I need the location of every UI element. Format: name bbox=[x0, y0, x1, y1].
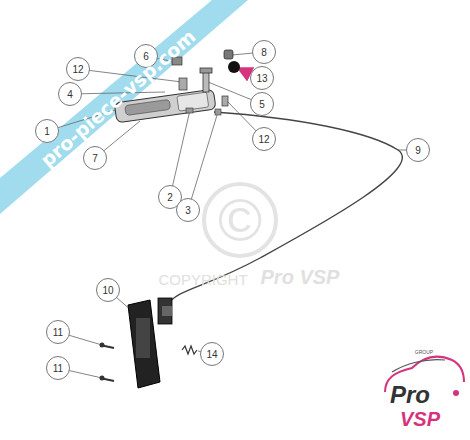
callout-circle: 12 bbox=[66, 57, 90, 81]
callout-circle: 10 bbox=[96, 278, 120, 302]
callout-circle: 11 bbox=[46, 356, 70, 380]
logo-group: GROUP bbox=[415, 349, 433, 355]
callout-number: 12 bbox=[258, 134, 269, 145]
callout-number: 13 bbox=[256, 73, 267, 84]
callout-number: 7 bbox=[92, 153, 98, 164]
callout-circle: 8 bbox=[252, 40, 276, 64]
logo-vsp: VSP bbox=[400, 408, 440, 431]
callout-circle: 9 bbox=[406, 138, 430, 162]
callout-number: 9 bbox=[415, 145, 421, 156]
callout-circle: 7 bbox=[83, 146, 107, 170]
callout-number: 12 bbox=[72, 64, 83, 75]
callout-number: 14 bbox=[206, 349, 217, 360]
copyright-brand: Pro VSP bbox=[261, 266, 340, 289]
callout-circle: 13 bbox=[250, 66, 274, 90]
copyright-symbol: © bbox=[218, 186, 262, 255]
callout-circle: 12 bbox=[252, 127, 276, 151]
callout-number: 3 bbox=[185, 205, 191, 216]
logo-pro: Pro bbox=[390, 381, 430, 409]
callout-number: 5 bbox=[259, 99, 265, 110]
callout-number: 11 bbox=[53, 327, 63, 338]
copyright-watermark: COPYRIGHT bbox=[158, 271, 247, 288]
callout-number: 1 bbox=[44, 126, 50, 137]
callout-circle: 4 bbox=[58, 82, 82, 106]
callout-number: 11 bbox=[53, 363, 63, 374]
callout-circle: 11 bbox=[46, 320, 70, 344]
callout-number: 8 bbox=[261, 47, 267, 58]
callout-circle: 3 bbox=[176, 198, 200, 222]
callout-number: 2 bbox=[167, 192, 173, 203]
callout-circle: 5 bbox=[250, 92, 274, 116]
callout-number: 10 bbox=[102, 285, 113, 296]
callout-number: 4 bbox=[67, 89, 73, 100]
callout-circle: 14 bbox=[200, 342, 224, 366]
